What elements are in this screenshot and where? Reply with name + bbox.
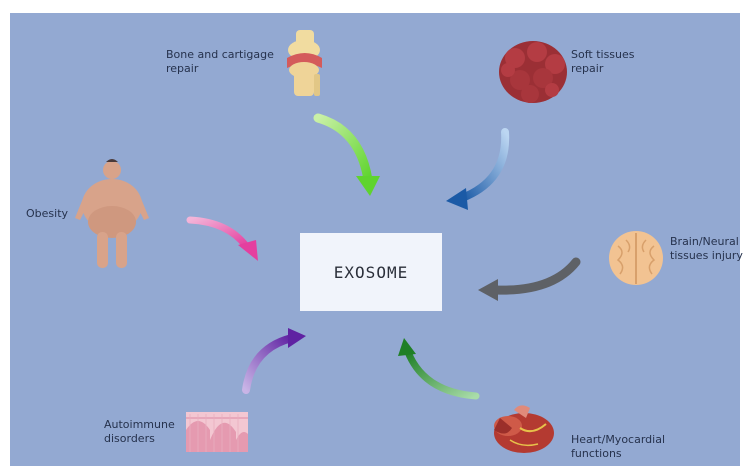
autoimmune-label: Autoimmune disorders bbox=[104, 418, 175, 445]
heart-icon bbox=[494, 405, 554, 453]
intestine-tissue-icon bbox=[186, 412, 248, 452]
bone-label: Bone and cartigage repair bbox=[166, 48, 274, 75]
brain-icon bbox=[609, 231, 663, 285]
obese-body-icon bbox=[75, 159, 149, 268]
brain-label: Brain/Neural tissues injury bbox=[670, 235, 743, 262]
heart-label: Heart/Myocardial functions bbox=[571, 433, 666, 460]
arrow-heart bbox=[398, 338, 480, 400]
arrow-obesity bbox=[186, 216, 258, 261]
exosome-label: EXOSOME bbox=[333, 262, 409, 282]
arrow-brain bbox=[478, 257, 581, 301]
knee-joint-icon bbox=[287, 30, 322, 96]
arrow-soft bbox=[446, 128, 510, 210]
arrow-autoimmune bbox=[242, 328, 306, 394]
soft-tissue-label: Soft tissues repair bbox=[571, 48, 635, 75]
obesity-label: Obesity bbox=[26, 207, 69, 220]
exosome-center-box: EXOSOME bbox=[300, 233, 442, 311]
tissue-icon bbox=[499, 41, 567, 103]
arrow-bone bbox=[313, 113, 380, 196]
